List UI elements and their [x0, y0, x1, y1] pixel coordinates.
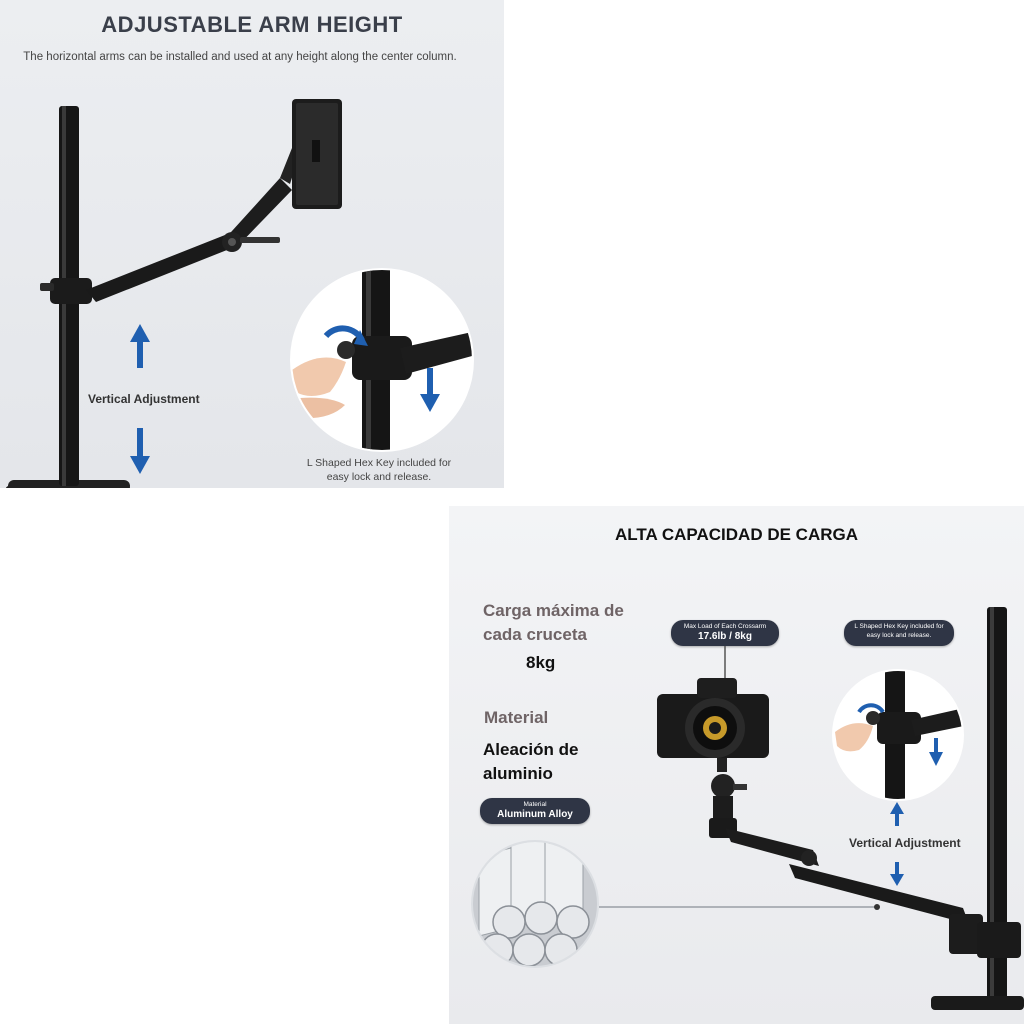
camera-arm-illustration [471, 607, 1024, 1010]
up-arrow-icon [890, 802, 904, 826]
stand-illustration [6, 99, 474, 488]
up-arrow-icon [130, 324, 150, 368]
adjustable-arm-height-panel: ADJUSTABLE ARM HEIGHT The horizontal arm… [0, 0, 504, 488]
hex-key-icon [337, 341, 355, 359]
vertical-adjustment-label: Vertical Adjustment [849, 836, 961, 850]
column-clamp [50, 278, 92, 304]
max-load-pill: Max Load of Each Crossarm 17.6lb / 8kg [671, 620, 779, 646]
articulated-arm [725, 828, 819, 866]
material-pill: Material Aluminum Alloy [480, 798, 590, 824]
material-value-line2: aluminio [483, 764, 553, 783]
max-load-pill-value: 17.6lb / 8kg [698, 631, 752, 642]
load-value: 8kg [526, 653, 556, 672]
hex-key-note: L Shaped Hex Key included for easy lock … [304, 456, 454, 484]
hex-key-note-line2: easy lock and release. [326, 471, 432, 483]
inset-down-arrow-icon [420, 368, 440, 412]
hex-key-pill-line1: L Shaped Hex Key included for [854, 623, 944, 630]
down-arrow-icon [130, 428, 150, 474]
load-heading: Carga máxima de cada cruceta [483, 599, 624, 647]
vertical-adjustment-label: Vertical Adjustment [88, 392, 200, 406]
material-value: Aleación de aluminio [483, 738, 578, 786]
hex-key-note-line1: L Shaped Hex Key included for [306, 457, 452, 469]
material-value-line1: Aleación de [483, 740, 579, 759]
material-pill-caption: Material [523, 801, 547, 808]
panel-title: ADJUSTABLE ARM HEIGHT [101, 12, 403, 37]
panel-title: ALTA CAPACIDAD DE CARGA [614, 525, 859, 544]
camera-icon [657, 678, 769, 758]
material-pill-value: Aluminum Alloy [497, 809, 573, 820]
down-arrow-icon [890, 862, 904, 886]
ball-head [711, 774, 735, 798]
hex-key-pill-line2: easy lock and release. [866, 632, 932, 639]
max-load-pill-caption: Max Load of Each Crossarm [683, 623, 767, 630]
load-heading-line1: Carga máxima de [483, 601, 624, 620]
load-heading-line2: cada cruceta [483, 625, 587, 644]
upper-arm [222, 178, 292, 250]
horizontal-arm [86, 235, 232, 302]
panel-subtitle: The horizontal arms can be installed and… [23, 51, 457, 63]
material-heading: Material [484, 708, 549, 727]
load-capacity-panel: ALTA CAPACIDAD DE CARGA Carga máxima de … [449, 506, 1024, 1024]
hex-key-pill: L Shaped Hex Key included for easy lock … [844, 620, 954, 646]
